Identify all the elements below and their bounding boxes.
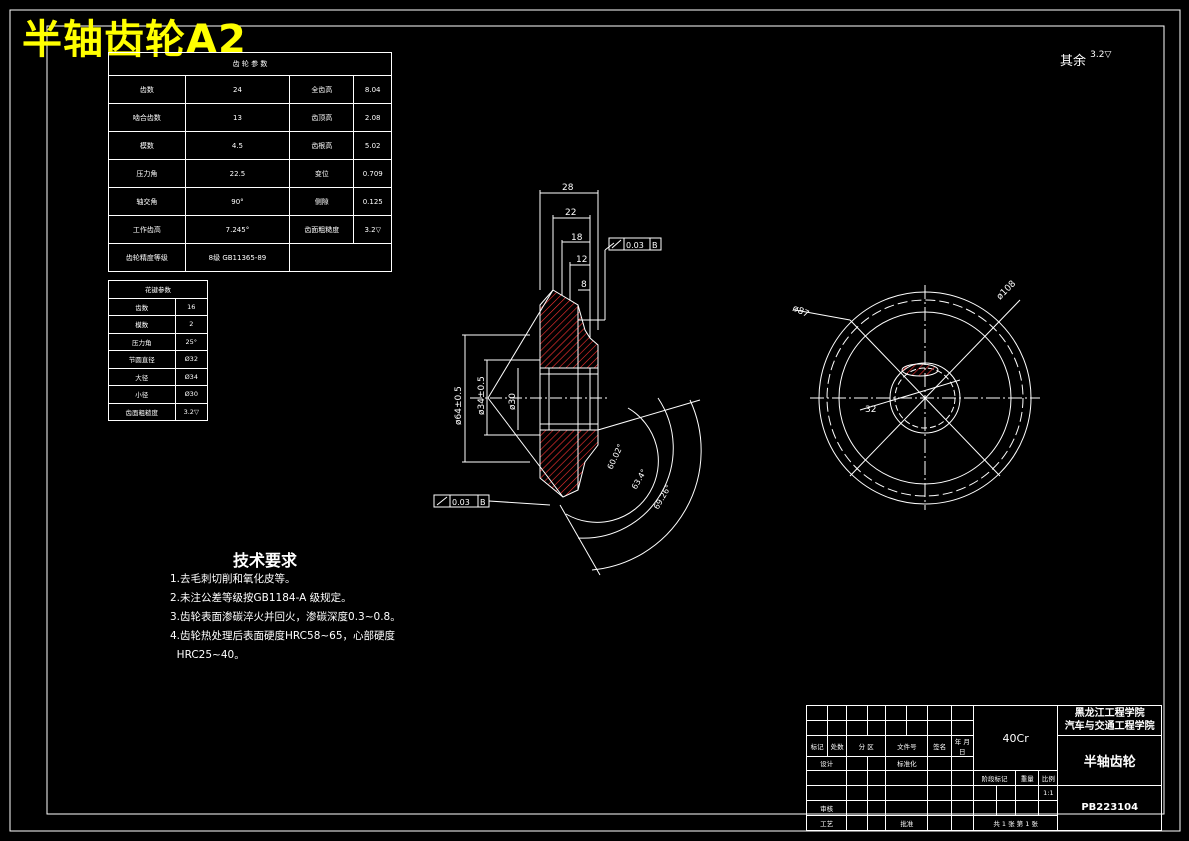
dim-dia30: ø30 [508, 393, 518, 410]
scale-value: 1:1 [1038, 785, 1059, 801]
dim-28: 28 [562, 183, 574, 193]
dim-dia108: ø108 [995, 279, 1018, 302]
roughness-symbol-icon: 3.2▽ [183, 407, 199, 416]
dim-ang3: 69.26° [652, 483, 673, 511]
outer-frame [9, 9, 1181, 832]
gear-table-header: 齿 轮 参 数 [108, 52, 392, 76]
school-name: 黑龙江工程学院 汽车与交通工程学院 [1057, 705, 1162, 736]
dim-dia34: ø34±0.5 [477, 376, 487, 415]
part-name: 半轴齿轮 [1057, 734, 1162, 787]
list-item: 2.未注公差等级按GB1184-A 级规定。 [170, 592, 352, 604]
title-block: 40Cr 黑龙江工程学院 汽车与交通工程学院 标记 处数 分 区 文件号 签名 … [805, 704, 1162, 831]
roughness-symbol-icon: 3.2▽ [1090, 50, 1112, 60]
dim-12: 12 [576, 255, 587, 265]
roughness-other-label: 其余 [1060, 54, 1087, 69]
roughness-other: 其余 3.2▽ [1060, 50, 1111, 69]
tech-requirements-list: 1.去毛刺切削和氧化皮等。 2.未注公差等级按GB1184-A 级规定。 3.齿… [170, 570, 401, 665]
tol-bottom-value: 0.03 [452, 498, 470, 507]
material: 40Cr [972, 704, 1059, 772]
section-view [433, 190, 702, 576]
table-row: 齿轮精度等级 8级 GB11365-89 [108, 243, 392, 272]
roughness-symbol-icon: 3.2▽ [364, 225, 381, 234]
dim-dia87: ø87 [791, 304, 811, 320]
dim-18: 18 [571, 233, 583, 243]
spline-table-header: 花键参数 [108, 280, 208, 299]
list-item: 3.齿轮表面渗碳淬火并回火，渗碳深度0.3~0.8。 [170, 611, 401, 623]
hatch-lower [539, 429, 599, 498]
tol-bottom-ref: B [480, 498, 486, 507]
sheet-count: 共 1 张 第 1 张 [972, 814, 1059, 831]
tol-top-ref: B [652, 241, 658, 250]
list-item: 4.齿轮热处理后表面硬度HRC58~65，心部硬度 [170, 630, 396, 642]
hatch-upper [539, 289, 599, 369]
dim-ang1: 60.02° [606, 443, 626, 471]
tol-top-value: 0.03 [626, 241, 644, 250]
inner-frame [46, 25, 1165, 815]
drawing-number: PB223104 [1057, 785, 1162, 831]
table-row: 齿面粗糙度 3.2▽ [108, 402, 209, 421]
list-item: HRC25~40。 [170, 649, 245, 661]
dim-32: 32 [865, 405, 876, 415]
list-item: 1.去毛刺切削和氧化皮等。 [170, 573, 296, 585]
end-view [794, 285, 1040, 510]
dim-8: 8 [581, 280, 587, 290]
tech-requirements-title: 技术要求 [233, 551, 298, 570]
dim-dia64: ø64±0.5 [454, 386, 464, 425]
dim-ang2: 63.4° [630, 468, 649, 491]
dim-22: 22 [565, 208, 576, 218]
